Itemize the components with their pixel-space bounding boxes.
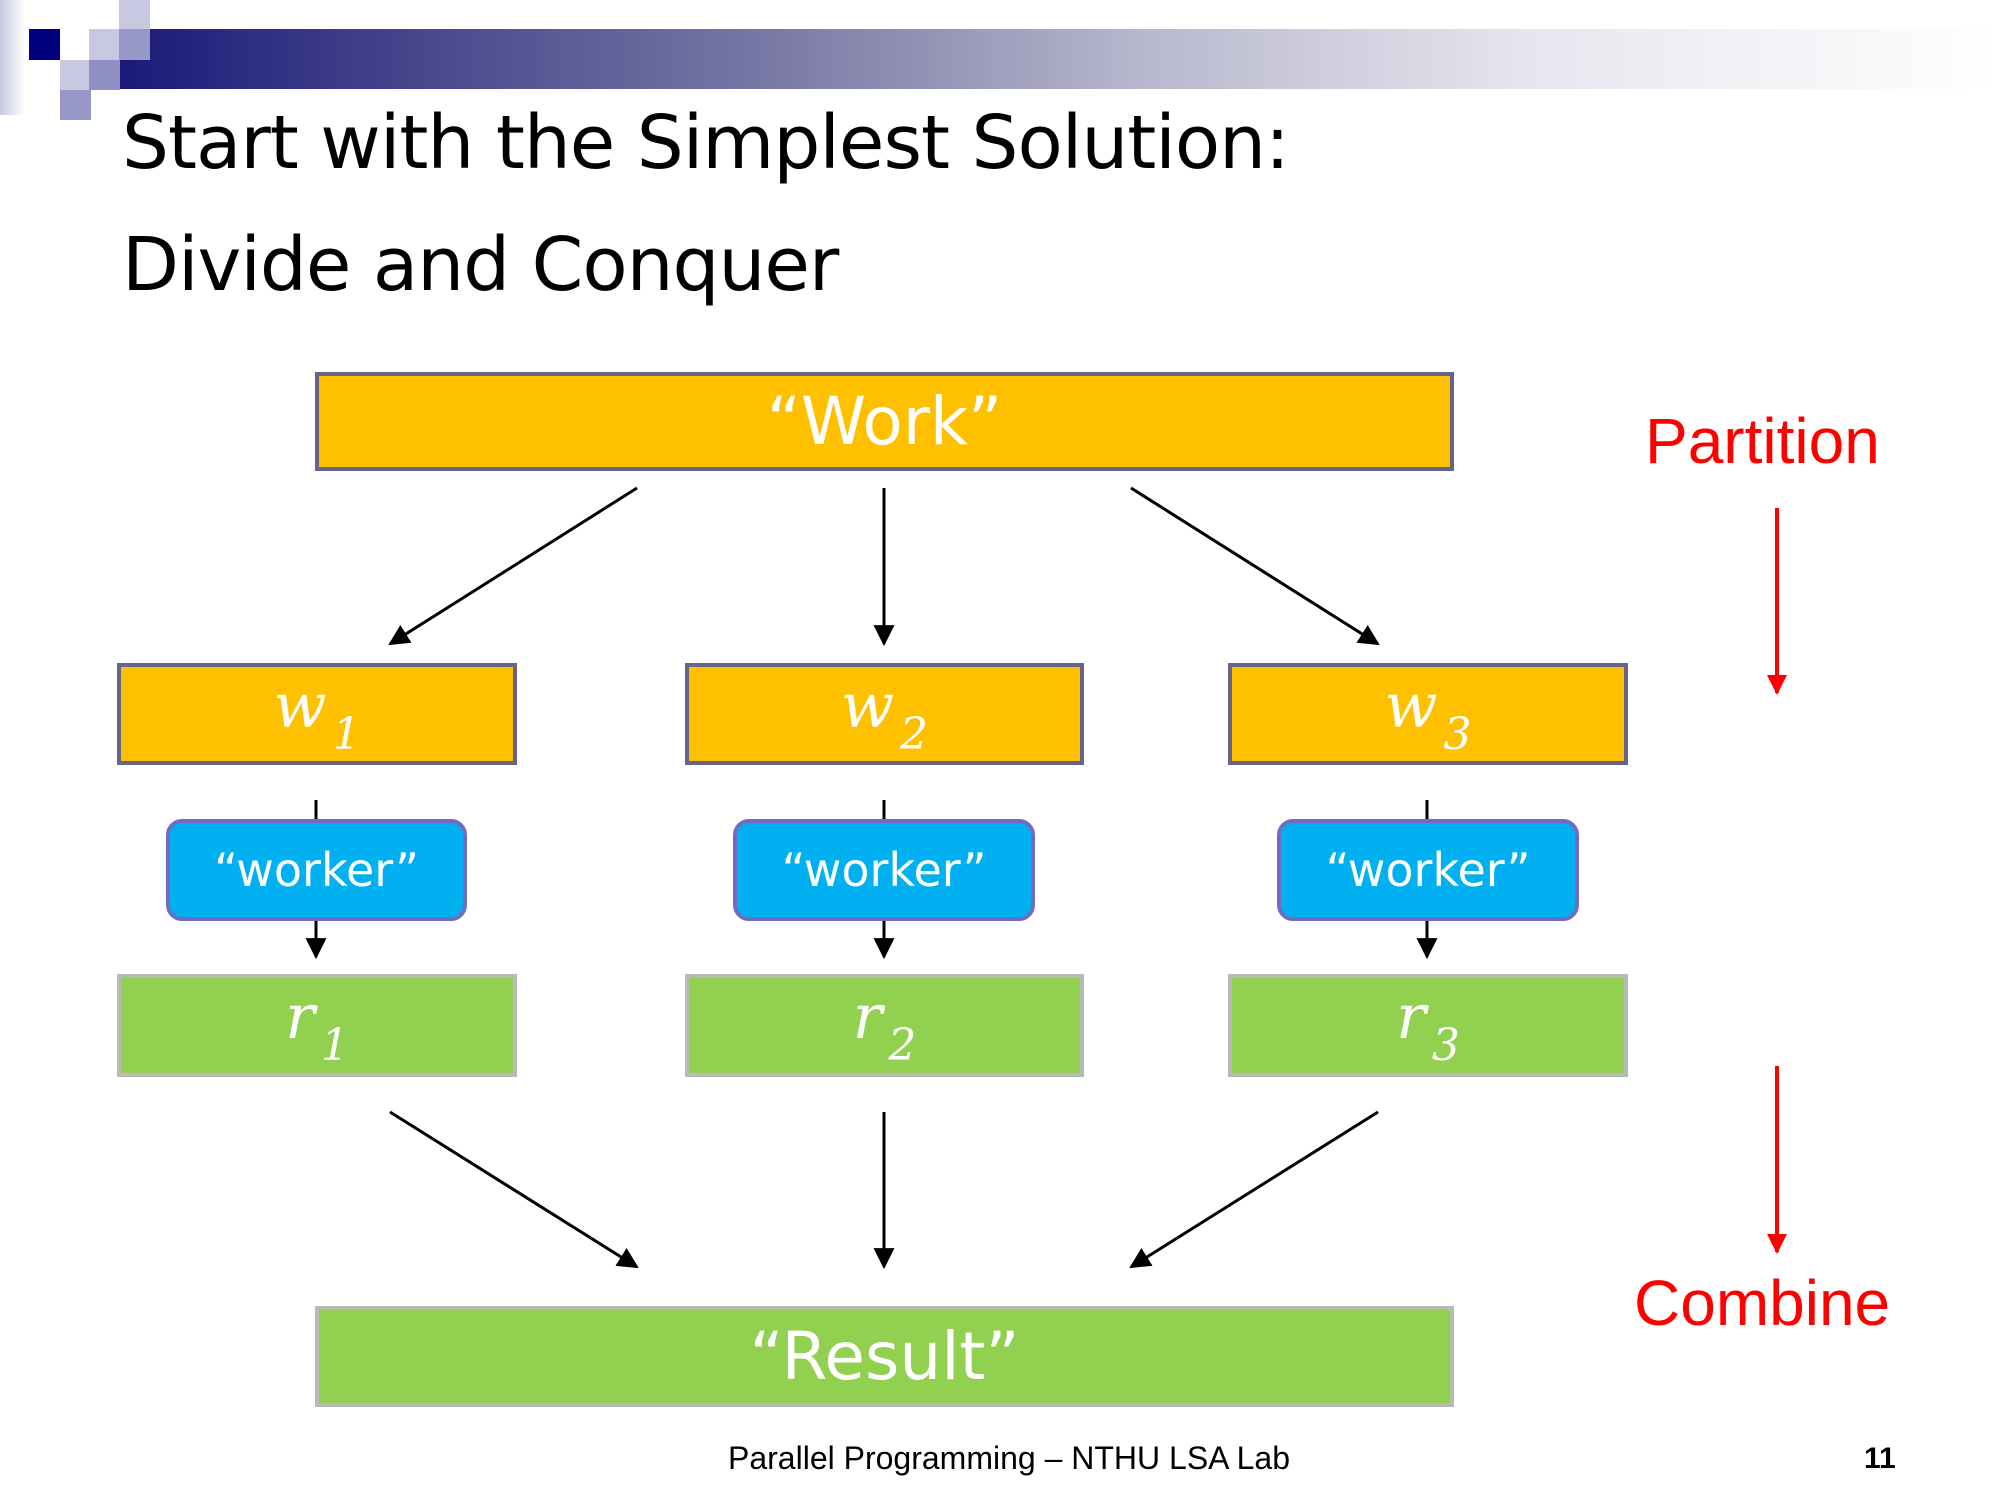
deco-square (89, 60, 120, 90)
work-label: “Work” (766, 383, 1003, 460)
deco-square (0, 0, 25, 115)
worker-pill-1: “worker” (166, 819, 467, 921)
w2-subscript: 2 (900, 708, 929, 760)
w3-subscript: 3 (1443, 708, 1472, 760)
deco-square (60, 60, 91, 90)
deco-square (89, 29, 120, 60)
worker-pill-2: “worker” (733, 819, 1035, 921)
worker-label: “worker” (781, 843, 987, 897)
deco-square (119, 0, 150, 29)
r3-subscript: 3 (1431, 1020, 1460, 1071)
slide-title-line-1: Start with the Simplest Solution: (122, 100, 1290, 186)
worker-label: “worker” (214, 843, 419, 897)
slide-title-line-2: Divide and Conquer (122, 222, 839, 308)
worker-label: “worker” (1325, 843, 1531, 897)
deco-square (29, 29, 60, 60)
w2-var: w (840, 668, 895, 742)
w3-var: w (1384, 668, 1438, 742)
r3-var: r (1396, 980, 1426, 1053)
result-label: “Result” (749, 1318, 1020, 1395)
page-number: 11 (1864, 1442, 1896, 1475)
arrow-r3-to-result (1129, 1110, 1379, 1269)
deco-square (60, 90, 91, 120)
w1-subscript: 1 (332, 708, 361, 760)
combine-label: Combine (1634, 1267, 1891, 1339)
r2-var: r (852, 980, 883, 1053)
partition-label: Partition (1645, 405, 1880, 477)
footer-text: Parallel Programming – NTHU LSA Lab (728, 1440, 1291, 1476)
arrow-work-to-w3 (1130, 486, 1380, 646)
work-box: “Work” (315, 372, 1454, 471)
header-gradient-banner (120, 29, 2000, 89)
final-result-box: “Result” (315, 1306, 1454, 1407)
r1-var: r (285, 980, 315, 1053)
arrow-work-to-w1 (388, 486, 638, 646)
w1-var: w (273, 668, 327, 742)
slide-title: Start with the Simplest Solution: Divide… (122, 82, 1290, 326)
arrow-r1-to-result (389, 1110, 639, 1269)
deco-square (119, 29, 150, 60)
r1-subscript: 1 (320, 1020, 349, 1071)
worker-pill-3: “worker” (1277, 819, 1579, 921)
r2-subscript: 2 (888, 1020, 917, 1071)
